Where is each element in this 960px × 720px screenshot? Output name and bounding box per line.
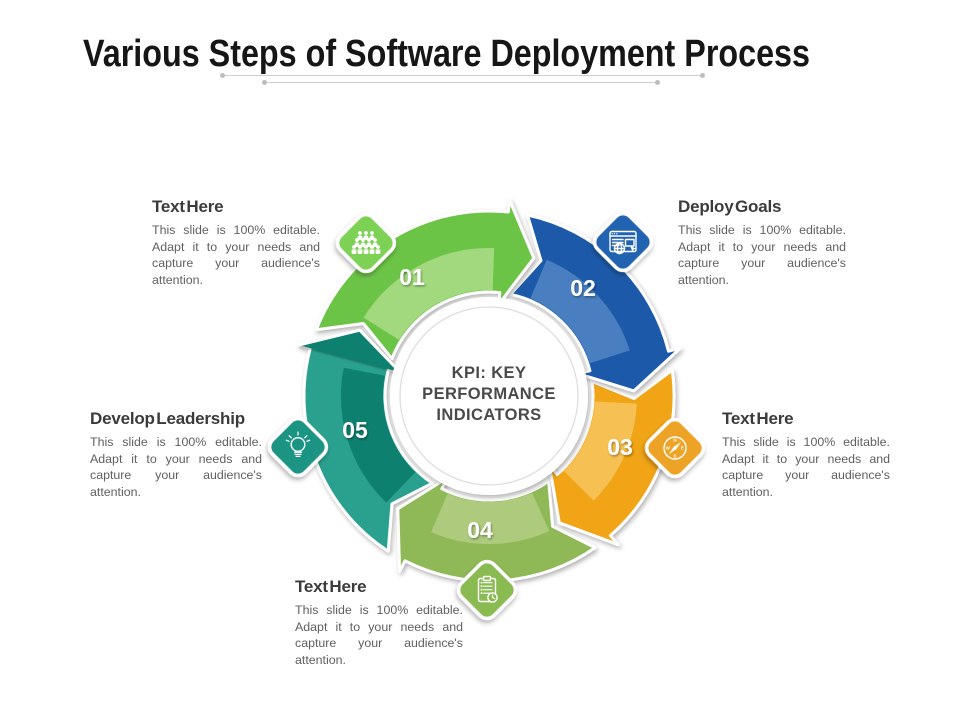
step-01-diamond [335, 212, 397, 274]
step-02-badge [592, 211, 654, 273]
center-label-line1: KPI: KEY [452, 364, 527, 382]
step-04-badge [456, 559, 518, 621]
svg-text:W: W [666, 446, 671, 451]
svg-text:N: N [673, 437, 676, 442]
page-title: Various Steps of Software Deployment Pro… [83, 33, 810, 75]
step-number-02: 02 [570, 275, 596, 301]
step-04-heading: Text Here [295, 577, 367, 596]
underline-dot [262, 80, 267, 85]
segment-01-inner-band [363, 248, 495, 341]
step-number-01: 01 [399, 264, 425, 290]
step-01-heading: Text Here [152, 197, 224, 216]
step-number-05: 05 [342, 417, 368, 443]
segment-02-inner-band [529, 259, 630, 364]
svg-text:S: S [674, 453, 677, 458]
step-02-description: This slide is 100% editable. Adapt it to… [678, 223, 846, 287]
step-04-description: This slide is 100% editable. Adapt it to… [295, 603, 463, 667]
underline-dot [220, 73, 225, 78]
center-hub-ring [399, 306, 579, 486]
step-03-heading: Text Here [722, 409, 794, 428]
segment-02 [509, 213, 682, 393]
title-underline [262, 80, 660, 85]
step-02-heading: Deploy Goals [678, 197, 782, 216]
segment-04 [396, 476, 597, 583]
step-03-description: This slide is 100% editable. Adapt it to… [722, 435, 890, 499]
web-browser-icon [609, 230, 637, 255]
segment-03-inner-band [563, 400, 637, 501]
step-01-badge [335, 212, 397, 274]
compass-icon: N E S W [663, 436, 687, 460]
step-05-text-block: Develop Leadership This slide is 100% ed… [90, 409, 262, 500]
lightbulb-icon [285, 431, 311, 457]
segment-04-inner-band [431, 492, 550, 544]
step-03-text-block: Text Here This slide is 100% editable. A… [722, 409, 890, 500]
underline-dot [700, 73, 705, 78]
step-05-diamond [267, 416, 329, 478]
step-05-heading: Develop Leadership [90, 409, 245, 428]
underline-dot [655, 80, 660, 85]
step-number-04: 04 [467, 517, 493, 543]
step-03-badge: N E S W [644, 417, 706, 479]
center-label-line2: PERFORMANCE [422, 385, 556, 403]
step-04-text-block: Text Here This slide is 100% editable. A… [295, 577, 463, 668]
cycle-diagram: KPI: KEY PERFORMANCE INDICATORS 01 02 03… [267, 198, 706, 621]
segment-05-arrowhead [298, 328, 402, 374]
step-05-badge [267, 416, 329, 478]
step-01-description: This slide is 100% editable. Adapt it to… [152, 223, 320, 287]
segment-05-inner-band [341, 367, 416, 503]
svg-text:E: E [681, 446, 684, 451]
step-02-text-block: Deploy Goals This slide is 100% editable… [678, 197, 846, 288]
checklist-clock-icon [477, 575, 498, 603]
title-underline [220, 73, 705, 78]
step-05-description: This slide is 100% editable. Adapt it to… [90, 435, 262, 499]
step-number-03: 03 [607, 434, 633, 460]
step-01-text-block: Text Here This slide is 100% editable. A… [152, 197, 320, 288]
center-label-line3: INDICATORS [436, 406, 541, 424]
audience-icon [351, 231, 381, 254]
